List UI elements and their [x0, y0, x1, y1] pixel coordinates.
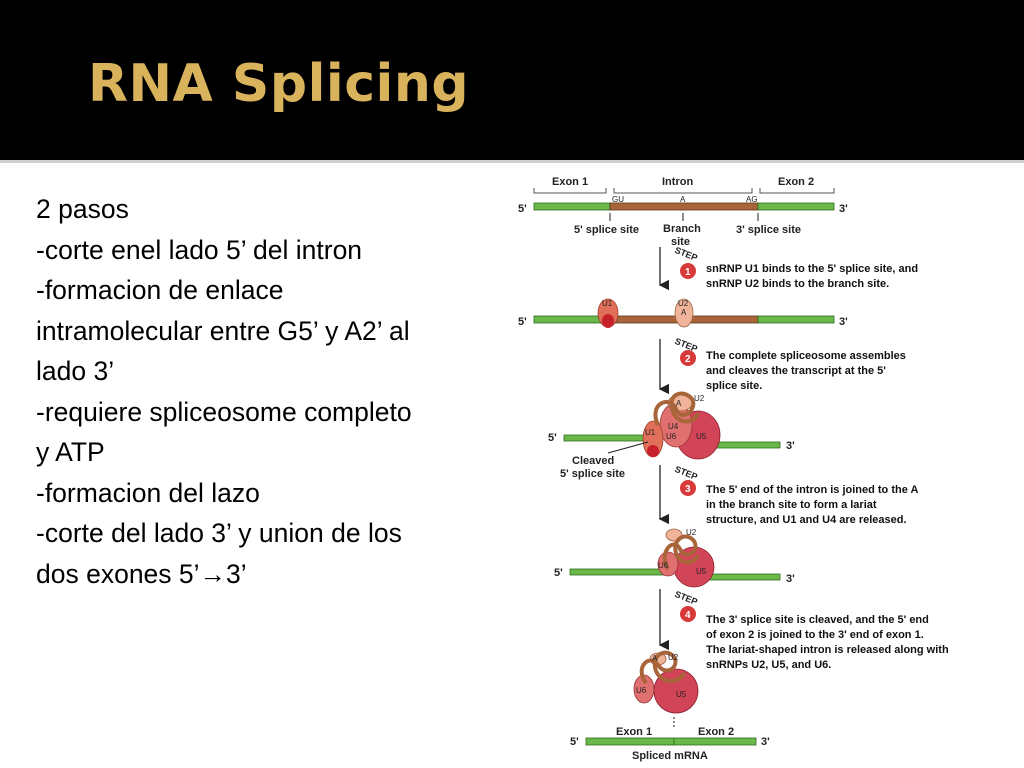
three-splice-site-label: 3' splice site	[736, 224, 801, 236]
a-label: A	[681, 308, 687, 317]
three-prime-label: 3'	[786, 440, 795, 452]
five-prime-label: 5'	[548, 432, 557, 444]
step-word: STEP	[673, 589, 699, 607]
cleaved-site-label: 5' splice site	[560, 468, 625, 480]
branch-label: Branch	[663, 223, 701, 235]
region-brackets	[533, 188, 835, 194]
exon2-label: Exon 2	[698, 726, 734, 738]
title-bar: RNA Splicing	[0, 0, 1024, 160]
intron-label: Intron	[662, 176, 693, 188]
exon2-bar	[757, 315, 835, 324]
step2-text: splice site.	[706, 380, 762, 392]
step4-text: snRNPs U2, U5, and U6.	[706, 659, 831, 671]
spliced-mrna-label: Spliced mRNA	[632, 750, 708, 762]
a-label: A	[680, 195, 686, 204]
splicing-diagram: Exon 1 Intron Exon 2 5' 3' GU A AG 5' sp…	[518, 176, 949, 762]
u5-label: U5	[696, 567, 707, 576]
step-word: STEP	[673, 245, 699, 263]
exon2-bar	[673, 737, 757, 746]
exon1-bar	[585, 737, 675, 746]
step3-text: The 5' end of the intron is joined to th…	[706, 484, 918, 496]
cleaved-label: Cleaved	[572, 455, 614, 467]
step-number: 4	[685, 610, 691, 621]
exon2-bar	[757, 202, 835, 211]
pointer	[607, 441, 649, 454]
exon1-bar	[533, 202, 611, 211]
ag-label: AG	[746, 195, 758, 204]
step-number-circle	[680, 263, 696, 279]
exon2-label: Exon 2	[778, 176, 814, 188]
u2-snrnp	[674, 298, 694, 328]
text-line: -corte enel lado 5’ del intron	[36, 234, 363, 265]
u1-label: U1	[645, 428, 656, 437]
gu-label: GU	[612, 195, 624, 204]
slide-content: 2 pasos -corte enel lado 5’ del intron -…	[0, 163, 1024, 768]
step-word: STEP	[673, 464, 699, 482]
step4-text: The 3' splice site is cleaved, and the 5…	[706, 614, 929, 626]
u1-label: U1	[602, 299, 613, 308]
five-prime-label: 5'	[554, 567, 563, 579]
text-line: -formacion de enlace	[36, 275, 284, 305]
a-label: A	[676, 399, 682, 408]
u2-label: U2	[678, 299, 689, 308]
header-divider	[0, 160, 1024, 163]
text-line: 2 pasos	[36, 194, 129, 224]
text-line: -requiere spliceosome completo	[36, 396, 412, 427]
u5-label: U5	[696, 432, 707, 441]
three-prime-label: 3'	[839, 316, 848, 328]
text-line: -corte del lado 3’ y union de los	[36, 518, 402, 548]
step2-text: and cleaves the transcript at the 5'	[706, 365, 886, 377]
site-label: site	[671, 236, 690, 248]
u6-label: U6	[636, 686, 647, 695]
u2-label: U2	[668, 653, 679, 662]
text-line: dos exones 5’→3’	[36, 558, 247, 589]
step-number-circle	[680, 480, 696, 496]
exon1-label: Exon 1	[616, 726, 652, 738]
five-prime-label: 5'	[518, 203, 527, 215]
step-number: 3	[685, 484, 691, 495]
step3-text: structure, and U1 and U4 are released.	[706, 514, 907, 526]
step2-text: The complete spliceosome assembles	[706, 350, 906, 362]
step1-text: snRNP U2 binds to the branch site.	[706, 278, 889, 290]
step-number-circle	[680, 606, 696, 622]
bullet-text: 2 pasos -corte enel lado 5’ del intron -…	[36, 189, 536, 594]
step1-text: snRNP U1 binds to the 5' splice site, an…	[706, 263, 918, 275]
text-line: lado 3’	[36, 356, 115, 386]
u6-label: U6	[666, 432, 677, 441]
u6-label: U6	[658, 561, 669, 570]
step4-text: of exon 2 is joined to the 3' end of exo…	[706, 629, 924, 641]
five-prime-label: 5'	[518, 316, 527, 328]
u4-label: U4	[668, 422, 679, 431]
five-prime-label: 5'	[570, 736, 579, 748]
text-line: -formacion del lazo	[36, 477, 260, 508]
released-lariat	[639, 650, 686, 685]
a-label: A	[652, 654, 658, 663]
step-number: 2	[685, 354, 691, 365]
slide-title: RNA Splicing	[88, 54, 470, 114]
exon1-label: Exon 1	[552, 176, 588, 188]
text-line: y ATP	[36, 437, 105, 467]
text-line: intramolecular entre G5’ y A2’ al	[36, 315, 410, 346]
exon1-bar	[569, 568, 667, 576]
step-number: 1	[685, 267, 691, 278]
u2-label: U2	[694, 394, 705, 403]
five-splice-site-label: 5' splice site	[574, 224, 639, 236]
three-prime-label: 3'	[786, 573, 795, 585]
u2-label: U2	[686, 528, 697, 537]
u1-core	[602, 314, 614, 328]
intron-bar	[609, 202, 759, 211]
three-prime-label: 3'	[839, 203, 848, 215]
u1-core	[647, 445, 659, 457]
three-prime-label: 3'	[761, 736, 770, 748]
intron-loop	[653, 391, 700, 426]
step-number-circle	[680, 350, 696, 366]
exon2-bar	[703, 573, 781, 581]
u5-label: U5	[676, 690, 687, 699]
step3-text: in the branch site to form a lariat	[706, 499, 877, 511]
intron-lariat	[662, 534, 700, 570]
step4-text: The lariat-shaped intron is released alo…	[706, 644, 949, 656]
